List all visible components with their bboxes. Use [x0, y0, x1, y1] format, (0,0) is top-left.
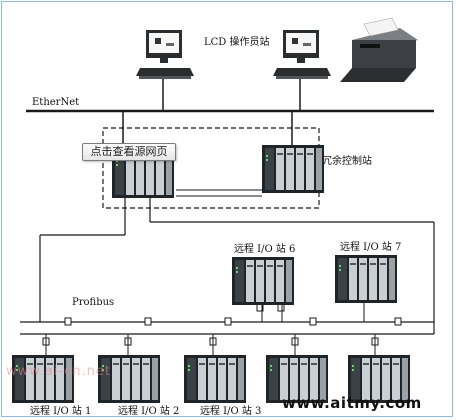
printer-icon	[340, 17, 418, 82]
computer-terminal-icon	[136, 30, 194, 79]
plc-rack-icon	[98, 355, 160, 403]
remote-station-1-label: 远程 I/O 站 1	[30, 406, 92, 417]
remote-station-7-label: 远程 I/O 站 7	[340, 242, 402, 253]
ethernet-label: EtherNet	[32, 97, 80, 108]
remote-station-2-label: 远程 I/O 站 2	[118, 406, 180, 417]
plc-rack-icon	[262, 145, 324, 193]
computer-terminal-icon	[136, 30, 194, 79]
plc-rack-icon	[12, 355, 74, 403]
redundant-station-label: 冗余控制站	[322, 156, 372, 167]
lcd-station-label: LCD 操作员站	[204, 37, 270, 48]
plc-rack-icon	[184, 355, 246, 403]
site-watermark: www.aitmy.com	[282, 394, 422, 412]
computer-terminal-icon	[273, 30, 331, 79]
computer-terminal-icon	[273, 30, 331, 79]
remote-station-6-label: 远程 I/O 站 6	[234, 244, 296, 255]
view-source-button[interactable]: 点击查看源网页	[82, 143, 176, 161]
faint-watermark: www.ai-cn.net	[6, 364, 111, 379]
plc-rack-icon	[232, 257, 294, 305]
plc-rack-icon	[335, 255, 397, 303]
remote-station-3-label: 远程 I/O 站 3	[200, 406, 262, 417]
profibus-label: Profibus	[72, 297, 115, 308]
